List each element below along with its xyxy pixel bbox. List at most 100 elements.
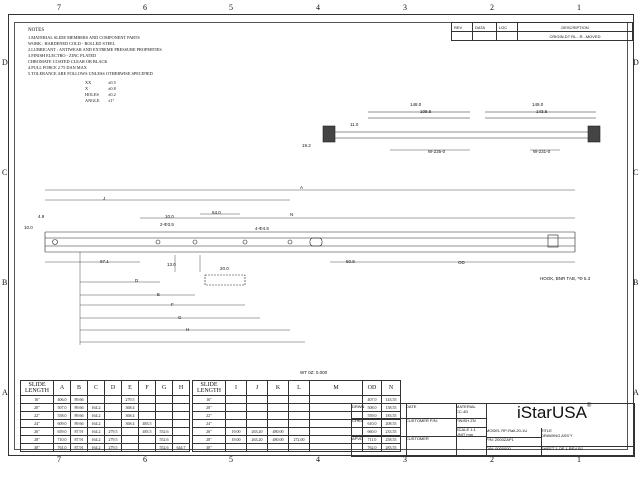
table-cell: 659.0 <box>53 427 71 436</box>
table-cell: 609.0 <box>53 419 71 428</box>
table-cell: 263.20 <box>246 427 268 436</box>
col-label-6: 6 <box>143 3 147 12</box>
table-cell <box>267 395 289 404</box>
table-cell <box>172 419 190 428</box>
table-cell <box>155 395 173 404</box>
table-cell: FINISH <box>456 418 470 423</box>
table-cell <box>225 419 247 428</box>
note-1: 1.MATERIAL SLIDE MEMBERS AND COMPONENT P… <box>28 35 140 40</box>
notes-title: NOTES <box>28 28 45 33</box>
table-cell: 16" <box>192 395 226 404</box>
col-label-5-bottom: 5 <box>229 455 233 464</box>
label-w235: W-235-0 <box>428 149 446 154</box>
table-cell: 283.55 <box>381 443 401 452</box>
table-cell: 89.66 <box>70 395 88 404</box>
table-cell: 164.2 <box>87 443 105 452</box>
table-cell: P/N: <box>486 437 494 442</box>
row-label-c-right: C <box>633 168 639 177</box>
table-cell: mm <box>466 432 474 437</box>
table-cell: REV <box>568 446 578 451</box>
col-k-header: K <box>267 380 289 396</box>
table-cell: 87.91 <box>70 427 88 436</box>
table-cell <box>225 443 247 452</box>
chkd-cell: CHKD <box>352 418 407 437</box>
col-label-1-bottom: 1 <box>577 455 581 464</box>
table-cell: 2000ZAP1 <box>494 437 514 442</box>
col-od-header: OD <box>362 380 382 396</box>
note-3: 3.FINISH ELECTRO - ZINC PLATED <box>28 53 97 58</box>
col-m-header: M <box>309 380 363 396</box>
table-cell: 164.2 <box>87 411 105 420</box>
table-cell: 1 <box>555 446 558 451</box>
table-cell <box>246 411 268 420</box>
dim-10: 10.0 <box>24 225 33 230</box>
slide-length-header-right: SLIDE LENGTH <box>192 380 226 396</box>
table-cell <box>121 435 139 444</box>
date-cell: DATE <box>406 404 457 419</box>
col-label-7: 7 <box>57 3 61 12</box>
table-cell <box>172 435 190 444</box>
col-label-3: 3 <box>403 3 407 12</box>
table-cell: 483.5 <box>138 427 156 436</box>
tol-angle-key: ANGLE <box>85 98 100 103</box>
drwn-cell: DRWN <box>352 404 407 419</box>
table-cell: 19.00 <box>225 435 247 444</box>
table-cell: 22" <box>20 411 54 420</box>
table-cell: 20" <box>20 403 54 412</box>
dim-4-9: 4.9 <box>38 214 45 219</box>
note-hook: HOOK, BNR TAB, *Φ 5.3 <box>540 276 591 281</box>
row-label-b-right: B <box>633 278 639 287</box>
table-cell: 279.5 <box>104 435 122 444</box>
dim-11: 11.0 <box>350 122 359 127</box>
pn-cell: P/N: 2000ZAP1 <box>486 437 542 447</box>
dim-19: 19.2 <box>302 143 311 148</box>
col-i-header: I <box>225 380 247 396</box>
table-cell <box>138 443 156 452</box>
table-cell: 1 <box>565 446 568 451</box>
dim-149: 149.0 <box>532 102 544 107</box>
rev-row-1: CRIGIN-DT RL...R...MOVED <box>517 31 633 41</box>
table-cell: 19.00 <box>225 427 247 436</box>
dim-143: 143.5 <box>536 109 548 114</box>
customer-pn-cell: CUSTOMER P/N: <box>406 418 457 437</box>
dim-f: F <box>171 302 174 307</box>
dim-n4: 4-Φ4.5 <box>255 226 269 231</box>
table-cell: APVD <box>352 436 363 441</box>
table-cell: ® <box>586 403 592 409</box>
table-cell <box>288 443 310 452</box>
table-cell <box>155 403 173 412</box>
dim-n: N <box>290 212 294 217</box>
tol-xx-key: XX <box>85 80 92 85</box>
col-label-5: 5 <box>229 3 233 12</box>
table-cell: 0000000 <box>495 446 511 451</box>
table-cell <box>155 419 173 428</box>
table-cell <box>288 395 310 404</box>
table-cell <box>121 443 139 452</box>
dim-j: J <box>103 196 106 201</box>
slide-length-header: SLIDE LENGTH <box>20 380 54 396</box>
table-cell: B1 <box>578 446 584 451</box>
table-cell: 87.91 <box>70 435 88 444</box>
table-cell <box>172 403 190 412</box>
table-cell <box>246 395 268 404</box>
table-cell: 22" <box>192 411 226 420</box>
table-cell <box>172 411 190 420</box>
col-g-header: G <box>155 380 173 396</box>
table-cell <box>288 411 310 420</box>
table-cell: CUSTOMER <box>406 436 429 441</box>
table-cell <box>225 411 247 420</box>
table-cell: 89.66 <box>70 419 88 428</box>
note-2: 2.LUBRICANT : ANTIWEAR AND EXTREME PRESS… <box>28 47 162 52</box>
table-cell: 30" <box>192 443 226 452</box>
table-cell <box>225 403 247 412</box>
dim-od: OD <box>458 260 465 265</box>
table-cell: 279.5 <box>104 427 122 436</box>
table-cell <box>104 411 122 420</box>
col-d-header: D <box>104 380 122 396</box>
